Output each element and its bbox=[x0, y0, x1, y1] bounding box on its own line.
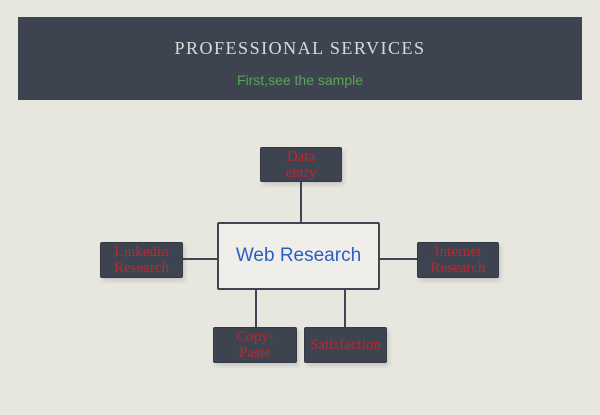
connector-top bbox=[300, 181, 302, 223]
diagram-node-label: Linkedin Research bbox=[114, 244, 169, 276]
diagram-node-data-entry: Data entry bbox=[260, 147, 342, 182]
diagram-node-copy-paste: Copy-Paste bbox=[213, 327, 297, 363]
diagram-node-web-research: Web Research bbox=[217, 222, 380, 290]
page-subtitle: First,see the sample bbox=[236, 72, 364, 88]
diagram-node-satisfaction: Satisfaction bbox=[304, 327, 387, 363]
diagram-node-label: Satisfaction bbox=[310, 337, 381, 353]
connector-right bbox=[380, 258, 417, 260]
header-banner: PROFESSIONAL SERVICES First,see the samp… bbox=[18, 17, 582, 100]
connector-left bbox=[183, 258, 217, 260]
page-title: PROFESSIONAL SERVICES bbox=[174, 38, 426, 58]
diagram-node-internet-research: Internet Research bbox=[417, 242, 499, 278]
diagram-node-linkedin-research: Linkedin Research bbox=[100, 242, 183, 278]
diagram-node-label: Data entry bbox=[285, 148, 317, 181]
connector-bottom-right bbox=[344, 290, 346, 327]
diagram-node-label: Internet Research bbox=[430, 244, 486, 276]
diagram-node-label: Web Research bbox=[235, 245, 362, 266]
diagram-node-label: Copy-Paste bbox=[236, 329, 274, 361]
connector-bottom-left bbox=[255, 290, 257, 327]
